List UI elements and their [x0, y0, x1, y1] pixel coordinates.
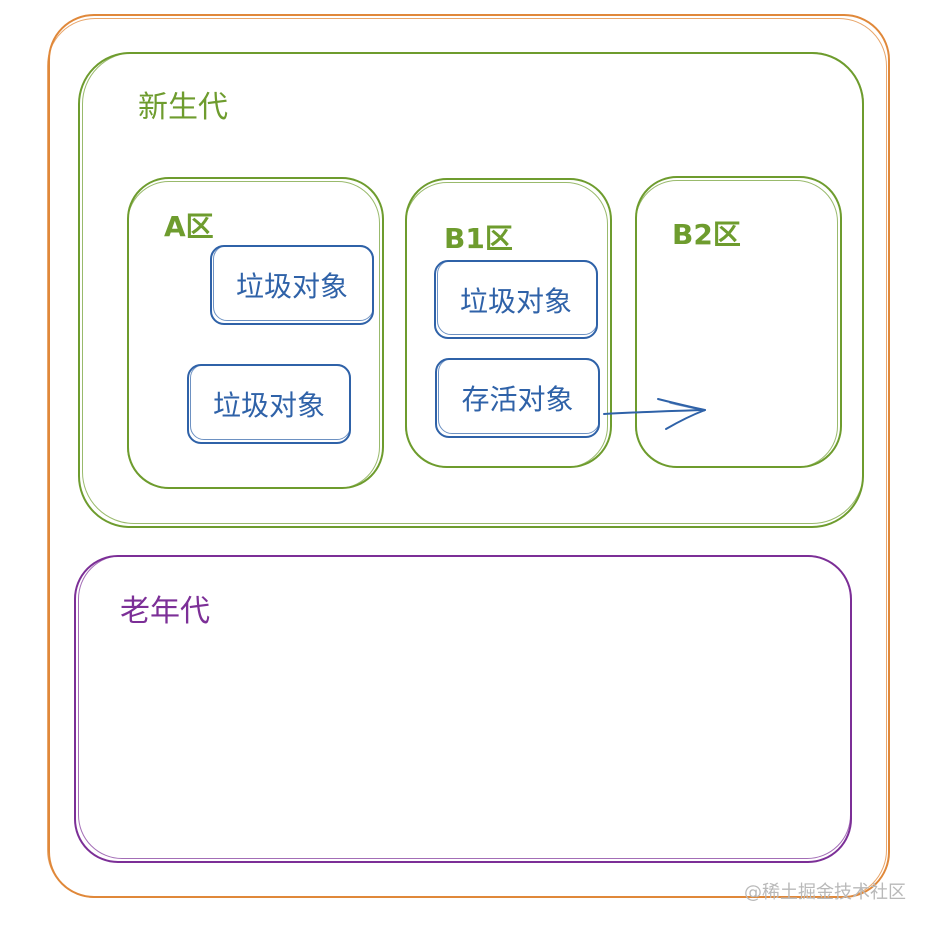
zone-b1-box: [405, 178, 612, 468]
young-generation-box: [78, 52, 864, 528]
young-generation-label: 新生代: [138, 90, 228, 125]
live-object-b1: 存活对象: [435, 358, 600, 438]
heap-container: [47, 14, 890, 898]
old-generation-label: 老年代: [120, 594, 210, 629]
garbage-object-b1: 垃圾对象: [434, 260, 598, 339]
garbage-object-a1: 垃圾对象: [210, 245, 374, 325]
watermark: @稀土掘金技术社区: [744, 882, 906, 903]
zone-b2-box: [635, 176, 842, 468]
zone-a-box: [127, 177, 384, 489]
garbage-object-a2: 垃圾对象: [187, 364, 351, 444]
zone-b1-label: B1区: [444, 222, 513, 255]
zone-b2-label: B2区: [672, 218, 741, 251]
old-generation-box: [74, 555, 852, 863]
zone-a-label: A区: [164, 210, 214, 243]
copy-arrow: [603, 398, 706, 430]
